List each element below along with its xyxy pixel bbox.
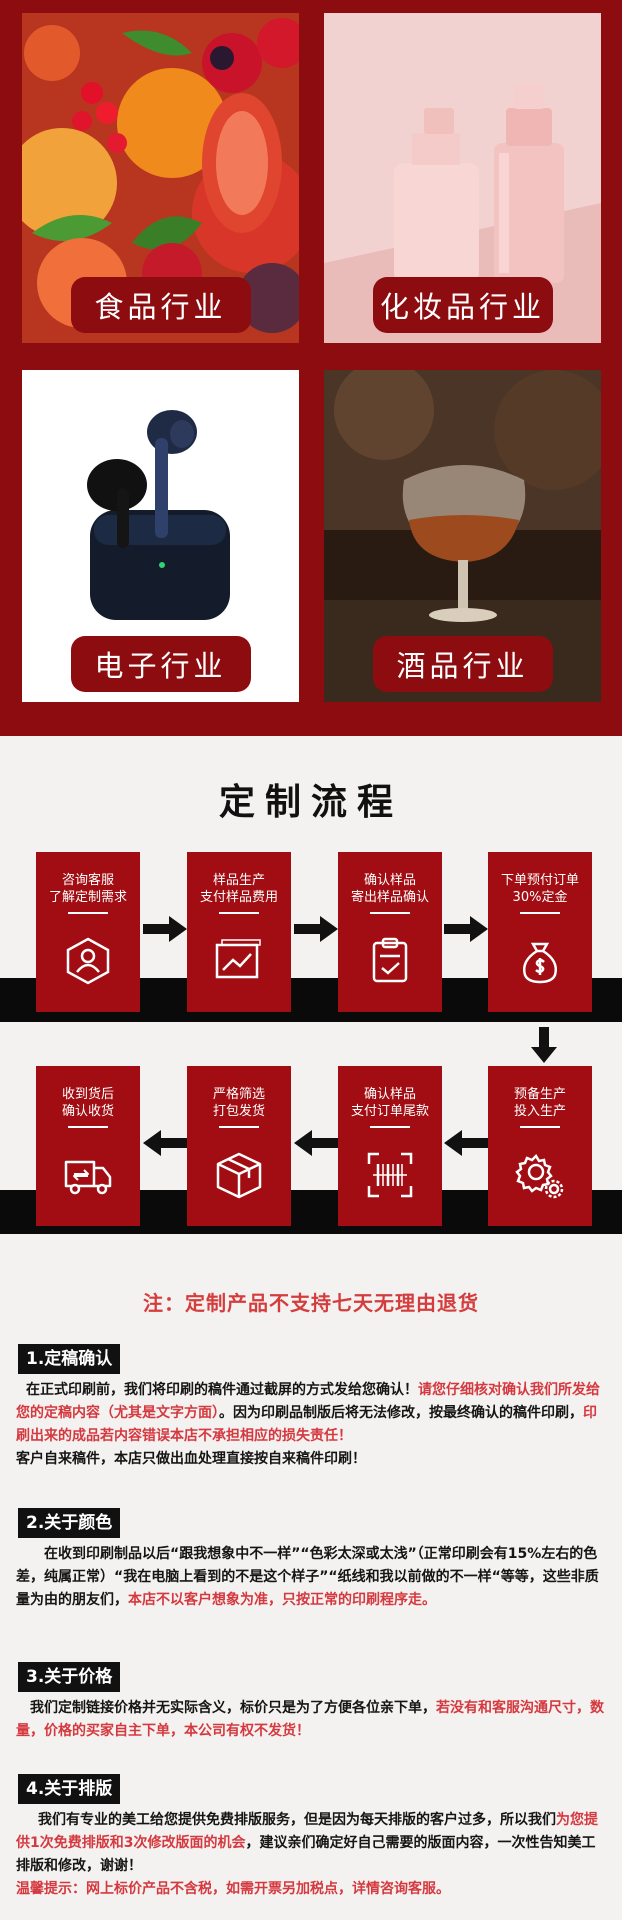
tax-tip: 温馨提示：网上标价产品不含税，如需开票另加税点，详情咨询客服。 <box>16 1881 450 1897</box>
section-title-price: 3.关于价格 <box>18 1662 121 1692</box>
process-step-2: 样品生产支付样品费用 <box>187 852 291 1012</box>
process-step-7: 严格筛选打包发货 <box>187 1066 291 1226</box>
section-text: 我们有专业的美工给您提供免费排版服务，但是因为每天排版的客户过多，所以我们 <box>38 1812 556 1828</box>
image-chart-icon <box>215 939 261 979</box>
step-label: 下单预付订单 <box>500 873 579 888</box>
section-text: 客户自来稿件，本店只做出血处理直接按自来稿件印刷！ <box>16 1451 366 1467</box>
gear-icon <box>515 1153 564 1199</box>
section-text-highlight: 为您提供1次免费排版和3次修改版面的机会 <box>16 1812 598 1851</box>
step-label: 30%定金 <box>512 890 568 905</box>
section-text: 在收到印刷制品以后“跟我想象中不一样”“色彩太深或太浅”（正常印刷会有15%左右… <box>16 1546 599 1608</box>
step-label: 严格筛选 <box>212 1087 265 1102</box>
section-title-layout: 4.关于排版 <box>18 1774 121 1804</box>
process-step-3: 确认样品寄出样品确认 <box>338 852 442 1012</box>
step-label: 投入生产 <box>513 1104 566 1119</box>
arrow-right-icon <box>294 916 338 942</box>
clipboard-check-icon <box>372 937 408 983</box>
food-industry-label: 食品行业 <box>70 277 251 333</box>
section-title-confirm: 1.定稿确认 <box>18 1344 121 1374</box>
arrow-right-icon <box>444 916 488 942</box>
section-text: 在正式印刷前，我们将印刷的稿件通过截屏的方式发给您确认！ <box>26 1382 418 1398</box>
section-text-highlight: 若没有和客服沟通尺寸，数量，价格的买家自主下单，本公司有权不发货！ <box>16 1700 604 1739</box>
process-step-8: 收到货后确认收货 <box>36 1066 140 1226</box>
electronic-industry-tile[interactable]: 电子行业 <box>22 370 299 702</box>
section-text: 。因为印刷品制版后将无法修改，按最终确认的稿件印刷， <box>219 1405 583 1421</box>
step-label: 支付订单尾款 <box>350 1104 429 1119</box>
wine-industry-label: 酒品行业 <box>372 636 553 692</box>
section-body-price: 我们定制链接价格并无实际含义，标价只是为了方便各位亲下单，若没有和客服沟通尺寸，… <box>16 1697 608 1743</box>
section-body-color: 在收到印刷制品以后“跟我想象中不一样”“色彩太深或太浅”（正常印刷会有15%左右… <box>16 1543 608 1612</box>
arrow-left-icon <box>143 1130 187 1156</box>
step-label: 咨询客服 <box>61 873 114 888</box>
step-label: 样品生产 <box>212 873 265 888</box>
cosmetic-industry-tile[interactable]: 化妆品行业 <box>324 13 601 343</box>
arrow-right-icon <box>143 916 187 942</box>
money-bag-icon <box>523 942 557 984</box>
process-title: 定制流程 <box>218 782 403 823</box>
consult-icon <box>66 937 110 985</box>
step-label: 打包发货 <box>212 1104 265 1119</box>
step-label: 预备生产 <box>513 1087 566 1102</box>
process-step-5: 预备生产投入生产 <box>488 1066 592 1226</box>
delivery-truck-icon <box>64 1160 112 1195</box>
wine-industry-tile[interactable]: 酒品行业 <box>324 370 601 702</box>
step-label: 寄出样品确认 <box>350 890 429 905</box>
section-body-confirm: 在正式印刷前，我们将印刷的稿件通过截屏的方式发给您确认！请您仔细核对确认我们所发… <box>16 1379 608 1471</box>
step-label: 支付样品费用 <box>199 890 278 905</box>
cosmetic-industry-label: 化妆品行业 <box>372 277 553 333</box>
return-policy-notice: 注：定制产品不支持七天无理由退货 <box>143 1291 479 1315</box>
section-text-highlight: 本店不以客户想象为准，只按正常的印刷程序走。 <box>128 1592 436 1608</box>
process-step-6: 确认样品支付订单尾款 <box>338 1066 442 1226</box>
food-industry-tile[interactable]: 食品行业 <box>22 13 299 343</box>
electronic-industry-label: 电子行业 <box>70 636 251 692</box>
section-title-color: 2.关于颜色 <box>18 1508 121 1538</box>
step-label: 收到货后 <box>61 1087 114 1102</box>
barcode-scan-icon <box>367 1152 413 1198</box>
step-label: 了解定制需求 <box>48 890 127 905</box>
step-label: 确认收货 <box>61 1104 114 1119</box>
arrow-down-icon <box>531 1027 557 1063</box>
section-body-layout: 我们有专业的美工给您提供免费排版服务，但是因为每天排版的客户过多，所以我们为您提… <box>16 1809 608 1901</box>
package-box-icon <box>216 1152 262 1199</box>
section-text: ，建议亲们确定好自己需要的版面内容，一次性告知美工排版和修改，谢谢！ <box>16 1835 596 1874</box>
industry-grid: 食品行业 化妆品行业 电子行业 <box>0 0 622 736</box>
section-text-highlight: 印刷出来的成品若内容错误本店不承担相应的损失责任！ <box>16 1405 597 1444</box>
process-step-4: 下单预付订单 30%定金 <box>488 852 592 1012</box>
fruit-photo <box>22 13 299 343</box>
arrow-left-icon <box>294 1130 338 1156</box>
process-step-1: 咨询客服了解定制需求 <box>36 852 140 1012</box>
arrow-left-icon <box>444 1130 488 1156</box>
step-label: 确认样品 <box>363 1087 416 1102</box>
section-text-highlight: 请您仔细核对确认我们所发给您的定稿内容（尤其是文字方面） <box>16 1382 600 1421</box>
section-text: 我们定制链接价格并无实际含义，标价只是为了方便各位亲下单， <box>30 1700 436 1716</box>
step-label: 确认样品 <box>363 873 416 888</box>
